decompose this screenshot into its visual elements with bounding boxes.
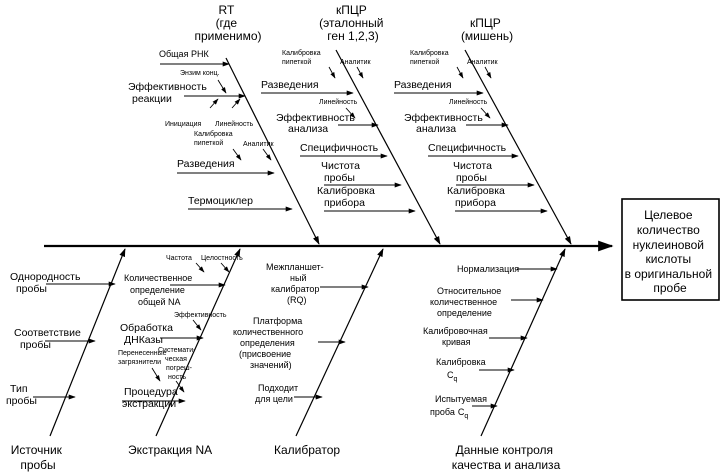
ref-dilutions: Разведения bbox=[261, 79, 319, 91]
ext-purity: Частота bbox=[166, 255, 192, 262]
bone-qpcr-target bbox=[464, 49, 572, 245]
ref-efficiency: Эффективность анализа bbox=[276, 112, 358, 135]
bone-qpcr-ref bbox=[335, 49, 441, 245]
qc-cal-cq: Калибровка Cq bbox=[436, 357, 488, 383]
header-qpcr-target: кПЦР (мишень) bbox=[461, 16, 513, 43]
category-qc: Данные контроля качества и анализа bbox=[452, 443, 561, 472]
ext-carryover: Перенесенные загрязнители bbox=[118, 350, 168, 366]
category-calibrator: Калибратор bbox=[274, 443, 340, 457]
category-source: Источник пробы bbox=[11, 443, 66, 472]
src-homogeneity: Однородность пробы bbox=[10, 271, 83, 295]
category-extraction: Экстракция NA bbox=[128, 443, 212, 457]
ext-efficiency: Эффективность bbox=[174, 312, 227, 319]
cal-interplate: Межпланшет- ный калибратор (RQ) bbox=[266, 262, 326, 305]
tgt-dilutions: Разведения bbox=[394, 79, 452, 91]
bone-source bbox=[49, 248, 126, 437]
rt-dilutions: Разведения bbox=[177, 158, 235, 170]
ext-dnase: Обработка ДНКазы bbox=[120, 322, 176, 346]
tgt-specificity: Специфичность bbox=[428, 142, 507, 154]
rt-thermocycler: Термоциклер bbox=[188, 195, 253, 207]
qc-normalization: Нормализация bbox=[457, 264, 519, 274]
tgt-linearity: Линейность bbox=[449, 98, 488, 106]
header-qpcr-ref: кПЦР (эталонный ген 1,2,3) bbox=[319, 3, 387, 43]
effect-text: Целевое количество нуклеиновой кислоты в… bbox=[625, 208, 716, 295]
effect-box bbox=[621, 198, 720, 301]
src-type: Тип пробы bbox=[6, 383, 37, 407]
bone-rt bbox=[225, 57, 320, 245]
ref-specificity: Специфичность bbox=[300, 142, 379, 154]
tgt-purity: Чистота пробы bbox=[453, 160, 495, 184]
tgt-instrument-cal: Калибровка прибора bbox=[447, 185, 508, 209]
tgt-pipette-cal: Калибровка пипеткой bbox=[410, 49, 451, 66]
rt-enzyme: Энзим конц. bbox=[180, 70, 220, 77]
ext-quant: Количественное определение общей NA bbox=[124, 273, 195, 307]
bone-extraction bbox=[155, 248, 241, 437]
rt-pipette-cal: Калибровка пипеткой bbox=[194, 130, 235, 147]
ext-systematic: Системати- ческая погреш- ность bbox=[158, 347, 197, 381]
ref-linearity: Линейность bbox=[319, 98, 358, 106]
cal-fit: Подходит для цели bbox=[255, 383, 301, 404]
ref-analyst: Аналитик bbox=[340, 59, 372, 66]
tgt-efficiency: Эффективность анализа bbox=[404, 112, 486, 135]
bone-qc bbox=[480, 248, 566, 437]
ref-instrument-cal: Калибровка прибора bbox=[317, 185, 378, 209]
cal-platform: Платформа количественного определения (п… bbox=[233, 316, 306, 370]
qc-curve: Калибровочная кривая bbox=[423, 326, 490, 347]
ref-purity: Чистота пробы bbox=[321, 160, 363, 184]
rt-linearity: Линейность bbox=[215, 120, 254, 128]
qc-relative: Относительное количественное определение bbox=[430, 286, 504, 318]
rt-efficiency: Эффективность реакции bbox=[128, 81, 210, 105]
ref-pipette-cal: Калибровка пипеткой bbox=[282, 49, 323, 66]
rt-analyst: Аналитик bbox=[243, 141, 275, 148]
header-rt: RT (где применимо) bbox=[194, 3, 261, 43]
rt-total-rna: Общая РНК bbox=[159, 49, 209, 59]
ext-procedure: Процедура экстракции bbox=[122, 386, 181, 410]
src-conformity: Соответствие пробы bbox=[14, 327, 84, 351]
ext-integrity: Целостность bbox=[201, 255, 243, 262]
tgt-analyst: Аналитик bbox=[467, 59, 499, 66]
rt-initiation: Инициация bbox=[165, 121, 202, 128]
